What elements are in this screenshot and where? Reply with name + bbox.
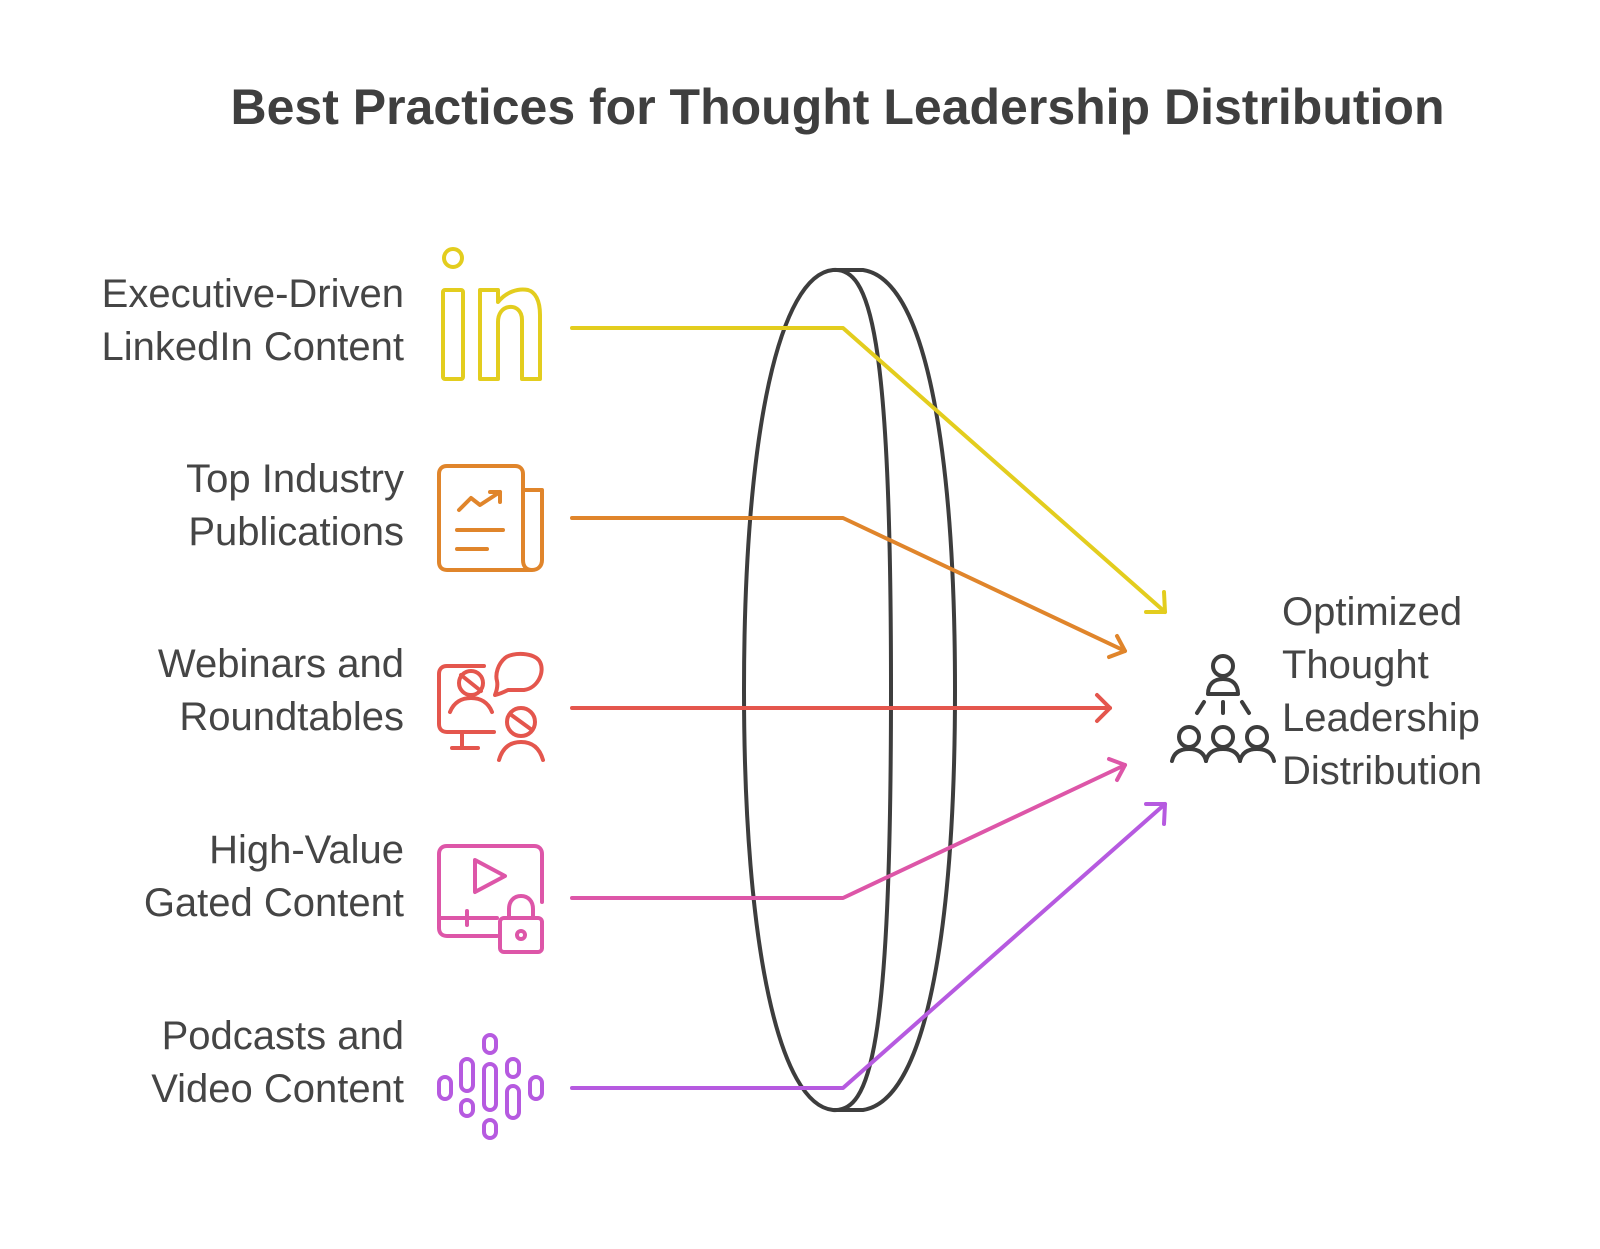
label-linkedin: Executive-Driven LinkedIn Content [101,272,404,369]
label-gated-content: High-Value Gated Content [143,828,404,925]
arrow-podcasts [570,802,1167,1090]
audio-waveform-icon [437,1033,544,1140]
label-publications: Top Industry Publications [186,457,404,554]
locked-video-icon [437,844,544,954]
arrow-webinars [570,693,1112,723]
output-label: Optimized Thought Leadership Distributio… [1282,590,1483,793]
lens-shape [742,267,957,1113]
webinar-icon [437,651,545,762]
label-webinars: Webinars and Roundtables [157,642,404,739]
label-podcasts: Podcasts and Video Content [151,1014,404,1111]
arrow-gated-content [570,757,1127,900]
arrow-publications [570,516,1127,659]
audience-group-icon [1170,654,1276,763]
linkedin-icon [441,247,542,381]
arrow-linkedin [570,326,1167,614]
newspaper-chart-icon [437,464,544,572]
page-title: Best Practices for Thought Leadership Di… [230,79,1445,135]
